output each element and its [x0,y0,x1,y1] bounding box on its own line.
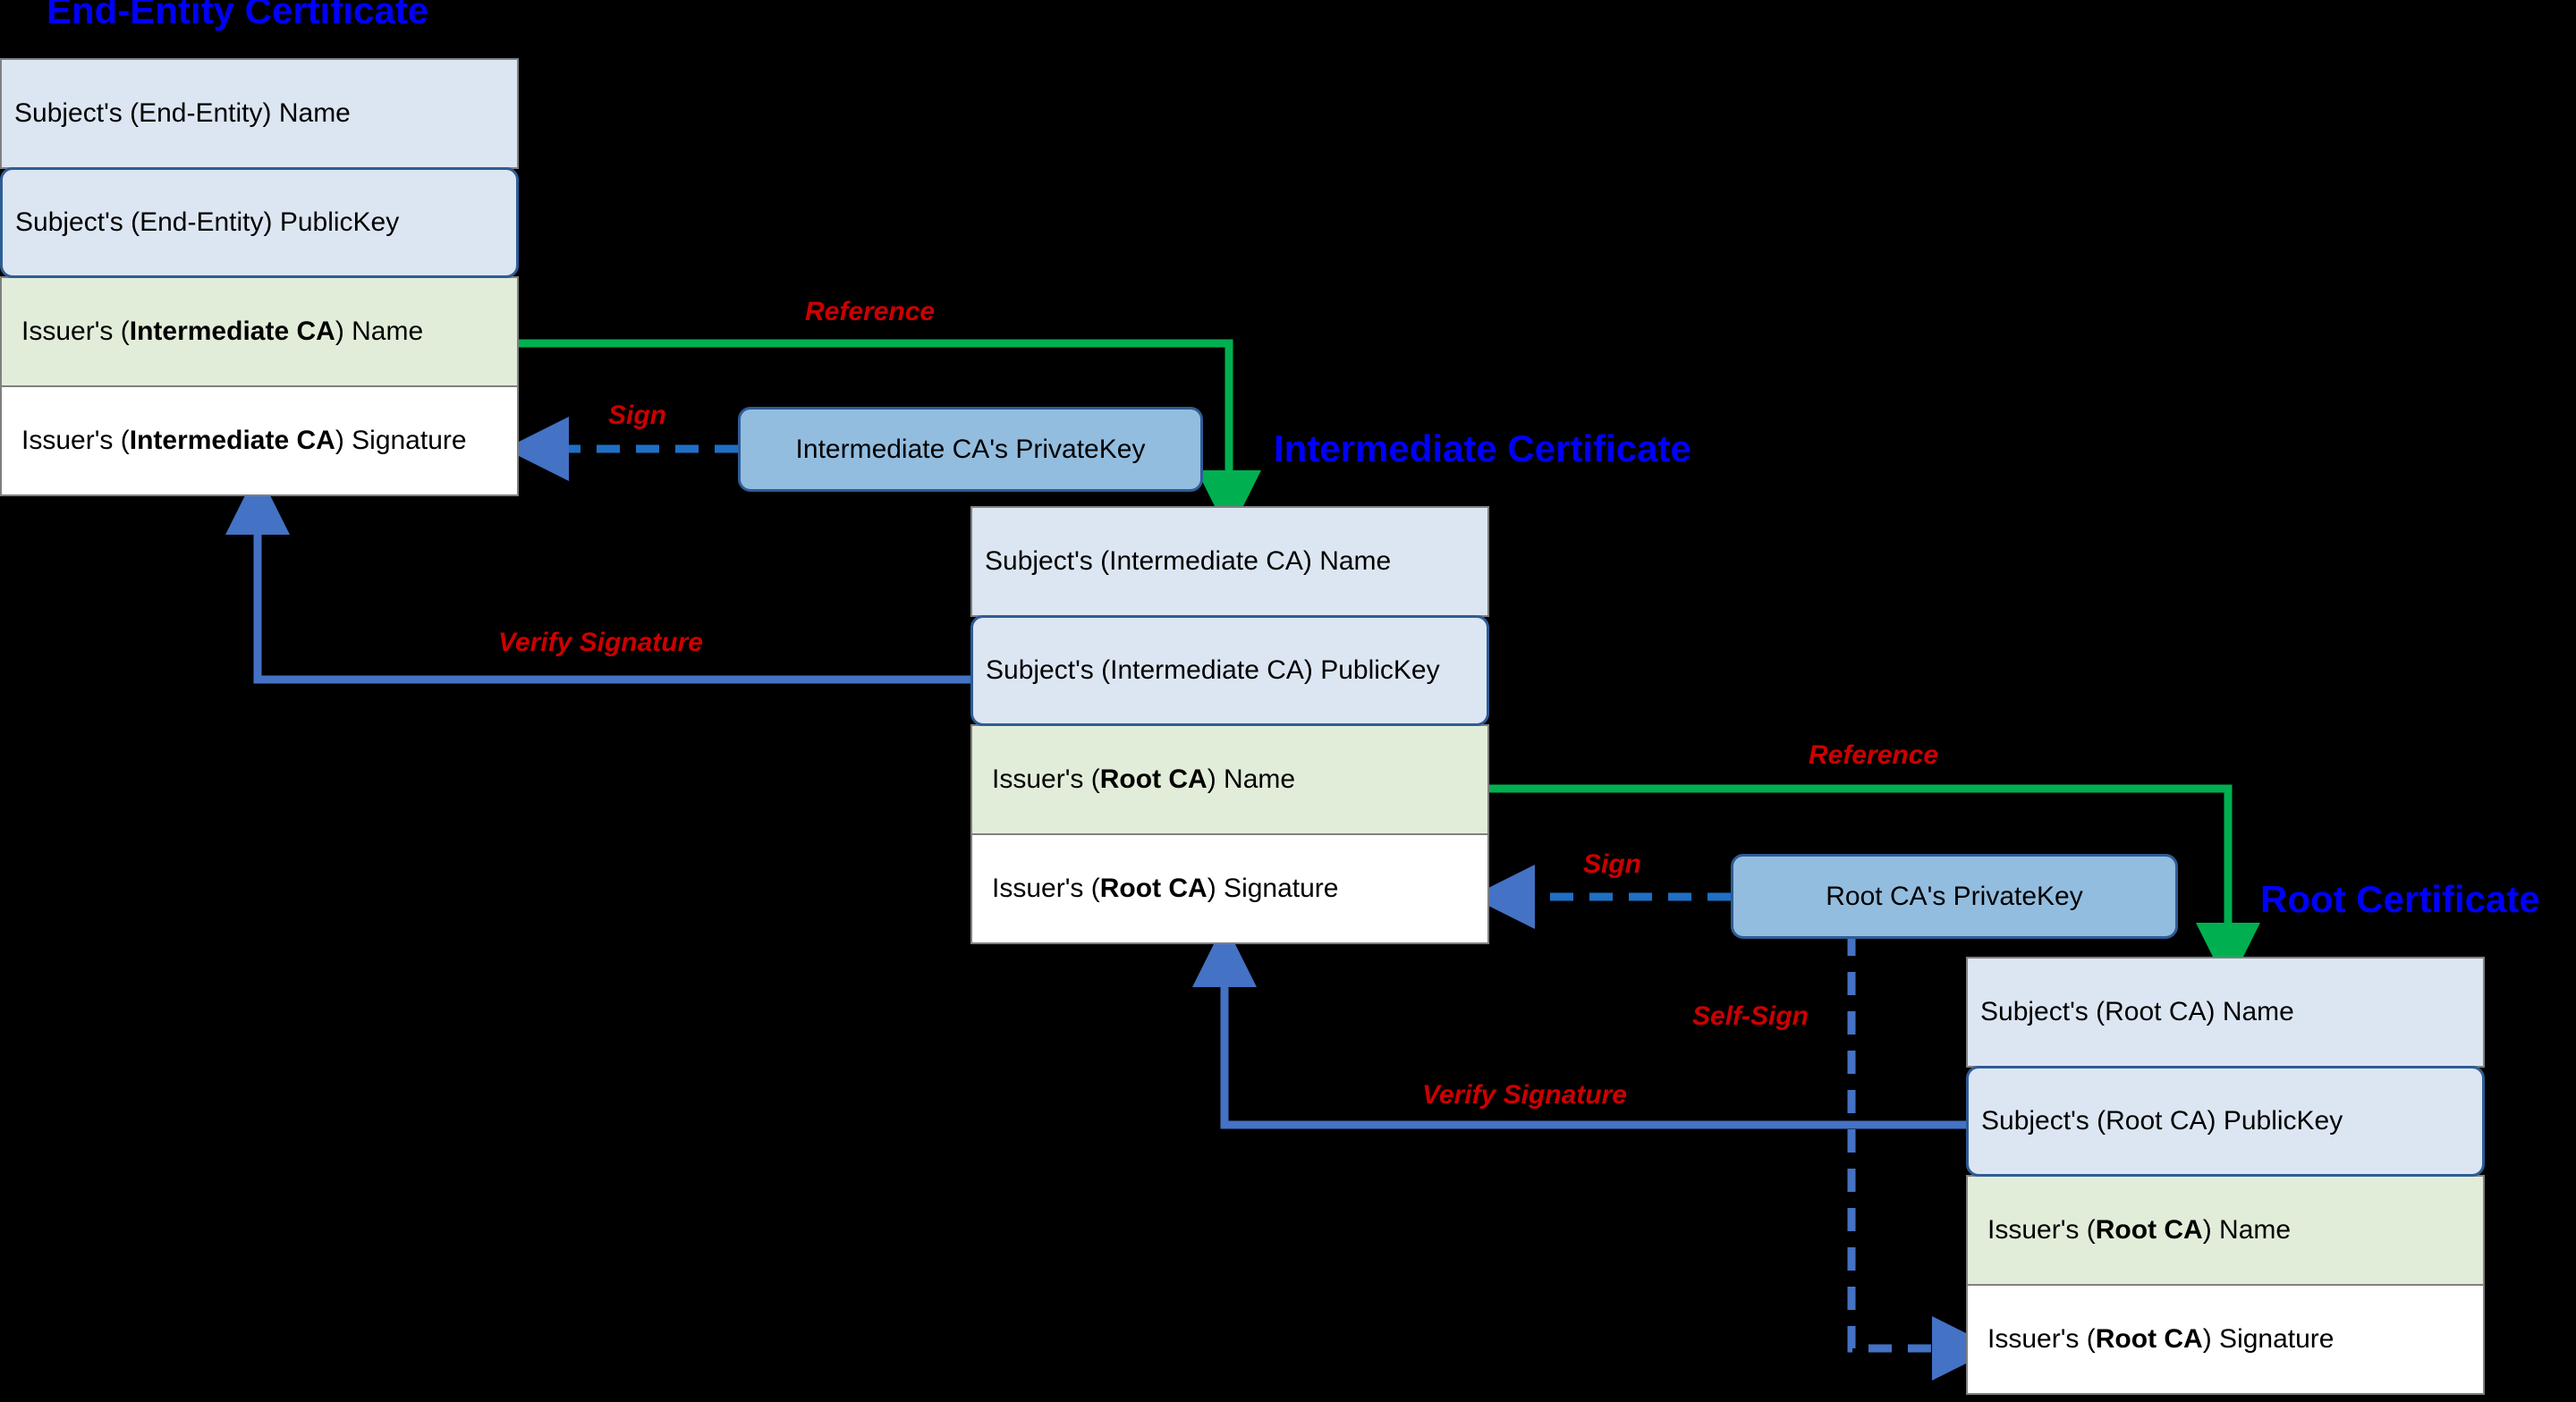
row-text-pre: Issuer's ( [21,426,130,455]
cert-row-issuer-name: Issuer's (Root CA) Name [1966,1175,2485,1286]
cert-row-subject-publickey: Subject's (Intermediate CA) PublicKey [970,615,1489,726]
row-text: Subject's (Intermediate CA) PublicKey [986,655,1440,685]
row-text: Subject's (Intermediate CA) Name [985,546,1392,576]
end-entity-certificate-title: End-Entity Certificate [47,0,429,31]
row-text-bold: Root CA [1099,874,1208,903]
cert-row-subject-publickey: Subject's (End-Entity) PublicKey [0,167,519,278]
row-text-pre: Issuer's ( [992,874,1100,903]
row-text-bold: Root CA [2095,1215,2203,1245]
cert-row-issuer-name: Issuer's (Root CA) Name [970,724,1489,835]
privkey-label: Root CA's PrivateKey [1826,881,2083,911]
row-text-bold: Root CA [2095,1324,2203,1354]
row-text-post: ) Name [2202,1215,2292,1245]
row-text-pre: Issuer's ( [1987,1215,2096,1245]
edge-label-verify-intermediate: Verify Signature [498,628,703,657]
row-text-post: ) Signature [335,426,467,455]
edge-label-reference-root: Reference [1809,740,1939,770]
cert-row-subject-name: Subject's (End-Entity) Name [0,58,519,169]
privkey-label: Intermediate CA's PrivateKey [795,434,1146,464]
row-text: Subject's (End-Entity) Name [14,98,351,128]
edge-label-self-sign: Self-Sign [1692,1001,1809,1031]
intermediate-ca-privatekey-box: Intermediate CA's PrivateKey [738,407,1203,492]
cert-row-subject-name: Subject's (Intermediate CA) Name [970,506,1489,617]
row-text-post: ) Signature [1207,874,1339,903]
cert-row-issuer-signature: Issuer's (Root CA) Signature [970,833,1489,944]
intermediate-certificate-title: Intermediate Certificate [1274,427,1691,469]
cert-row-subject-publickey: Subject's (Root CA) PublicKey [1966,1066,2485,1177]
row-text: Subject's (Root CA) Name [1980,997,2294,1026]
row-text-post: ) Signature [2202,1324,2334,1354]
row-text: Subject's (Root CA) PublicKey [1981,1106,2343,1136]
root-certificate-title: Root Certificate [2260,878,2540,920]
edge-label-sign-root: Sign [1583,849,1641,879]
root-ca-privatekey-box: Root CA's PrivateKey [1731,854,2178,939]
row-text-pre: Issuer's ( [1987,1324,2096,1354]
row-text-bold: Intermediate CA [129,317,335,346]
cert-row-subject-name: Subject's (Root CA) Name [1966,957,2485,1068]
row-text-pre: Issuer's ( [992,764,1100,794]
cert-row-issuer-name: Issuer's (Intermediate CA) Name [0,276,519,387]
edge-label-verify-root: Verify Signature [1422,1080,1627,1110]
row-text-pre: Issuer's ( [21,317,130,346]
row-text: Subject's (End-Entity) PublicKey [15,207,400,237]
row-text-bold: Root CA [1099,764,1208,794]
row-text-post: ) Name [1207,764,1296,794]
wire-self-sign-root [1847,933,1996,1381]
edge-label-sign-intermediate: Sign [608,401,666,430]
end-entity-certificate-card: Subject's (End-Entity) Name Subject's (E… [0,58,519,496]
edge-label-reference-ee: Reference [805,297,936,326]
intermediate-certificate-card: Subject's (Intermediate CA) Name Subject… [970,506,1489,944]
row-text-post: ) Name [335,317,424,346]
cert-row-issuer-signature: Issuer's (Root CA) Signature [1966,1284,2485,1395]
row-text-bold: Intermediate CA [129,426,335,455]
cert-row-issuer-signature: Issuer's (Intermediate CA) Signature [0,385,519,496]
root-certificate-card: Subject's (Root CA) Name Subject's (Root… [1966,957,2485,1395]
